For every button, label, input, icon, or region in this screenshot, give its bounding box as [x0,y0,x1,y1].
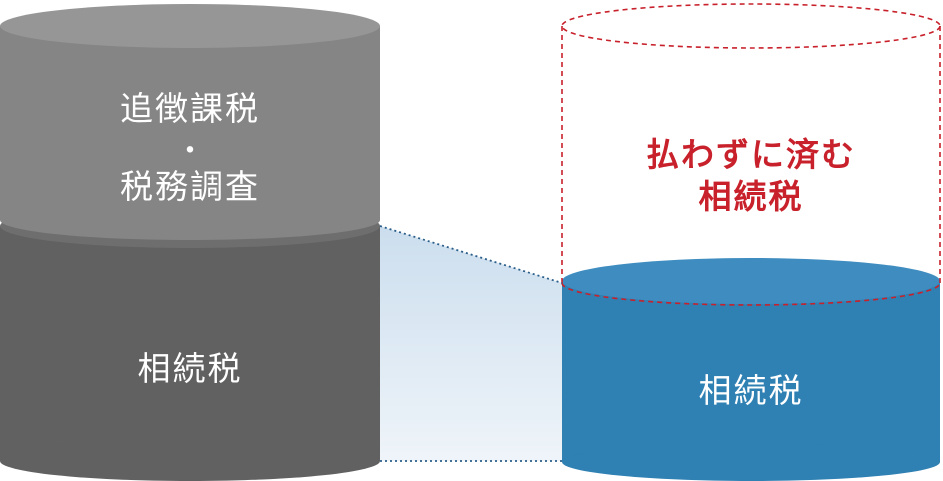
unpaid-tax-label-line2: 相続税 [698,177,804,216]
right-dashed-cylinder [561,3,941,306]
additional-tax-label: 追徴課税 [120,89,260,128]
left-top-cylinder [0,4,380,240]
unpaid-tax-label-line1: 払わずに済む [646,135,856,174]
connector-line-top [379,225,563,284]
left-inheritance-tax-label: 相続税 [137,349,243,388]
tax-audit-label: 税務調査 [120,167,260,206]
label-separator: ・ [175,134,205,169]
left-bottom-cylinder [0,204,380,481]
connector-band [380,226,562,461]
right-inheritance-tax-label: 相続税 [698,371,804,410]
right-blue-cylinder [562,258,940,481]
